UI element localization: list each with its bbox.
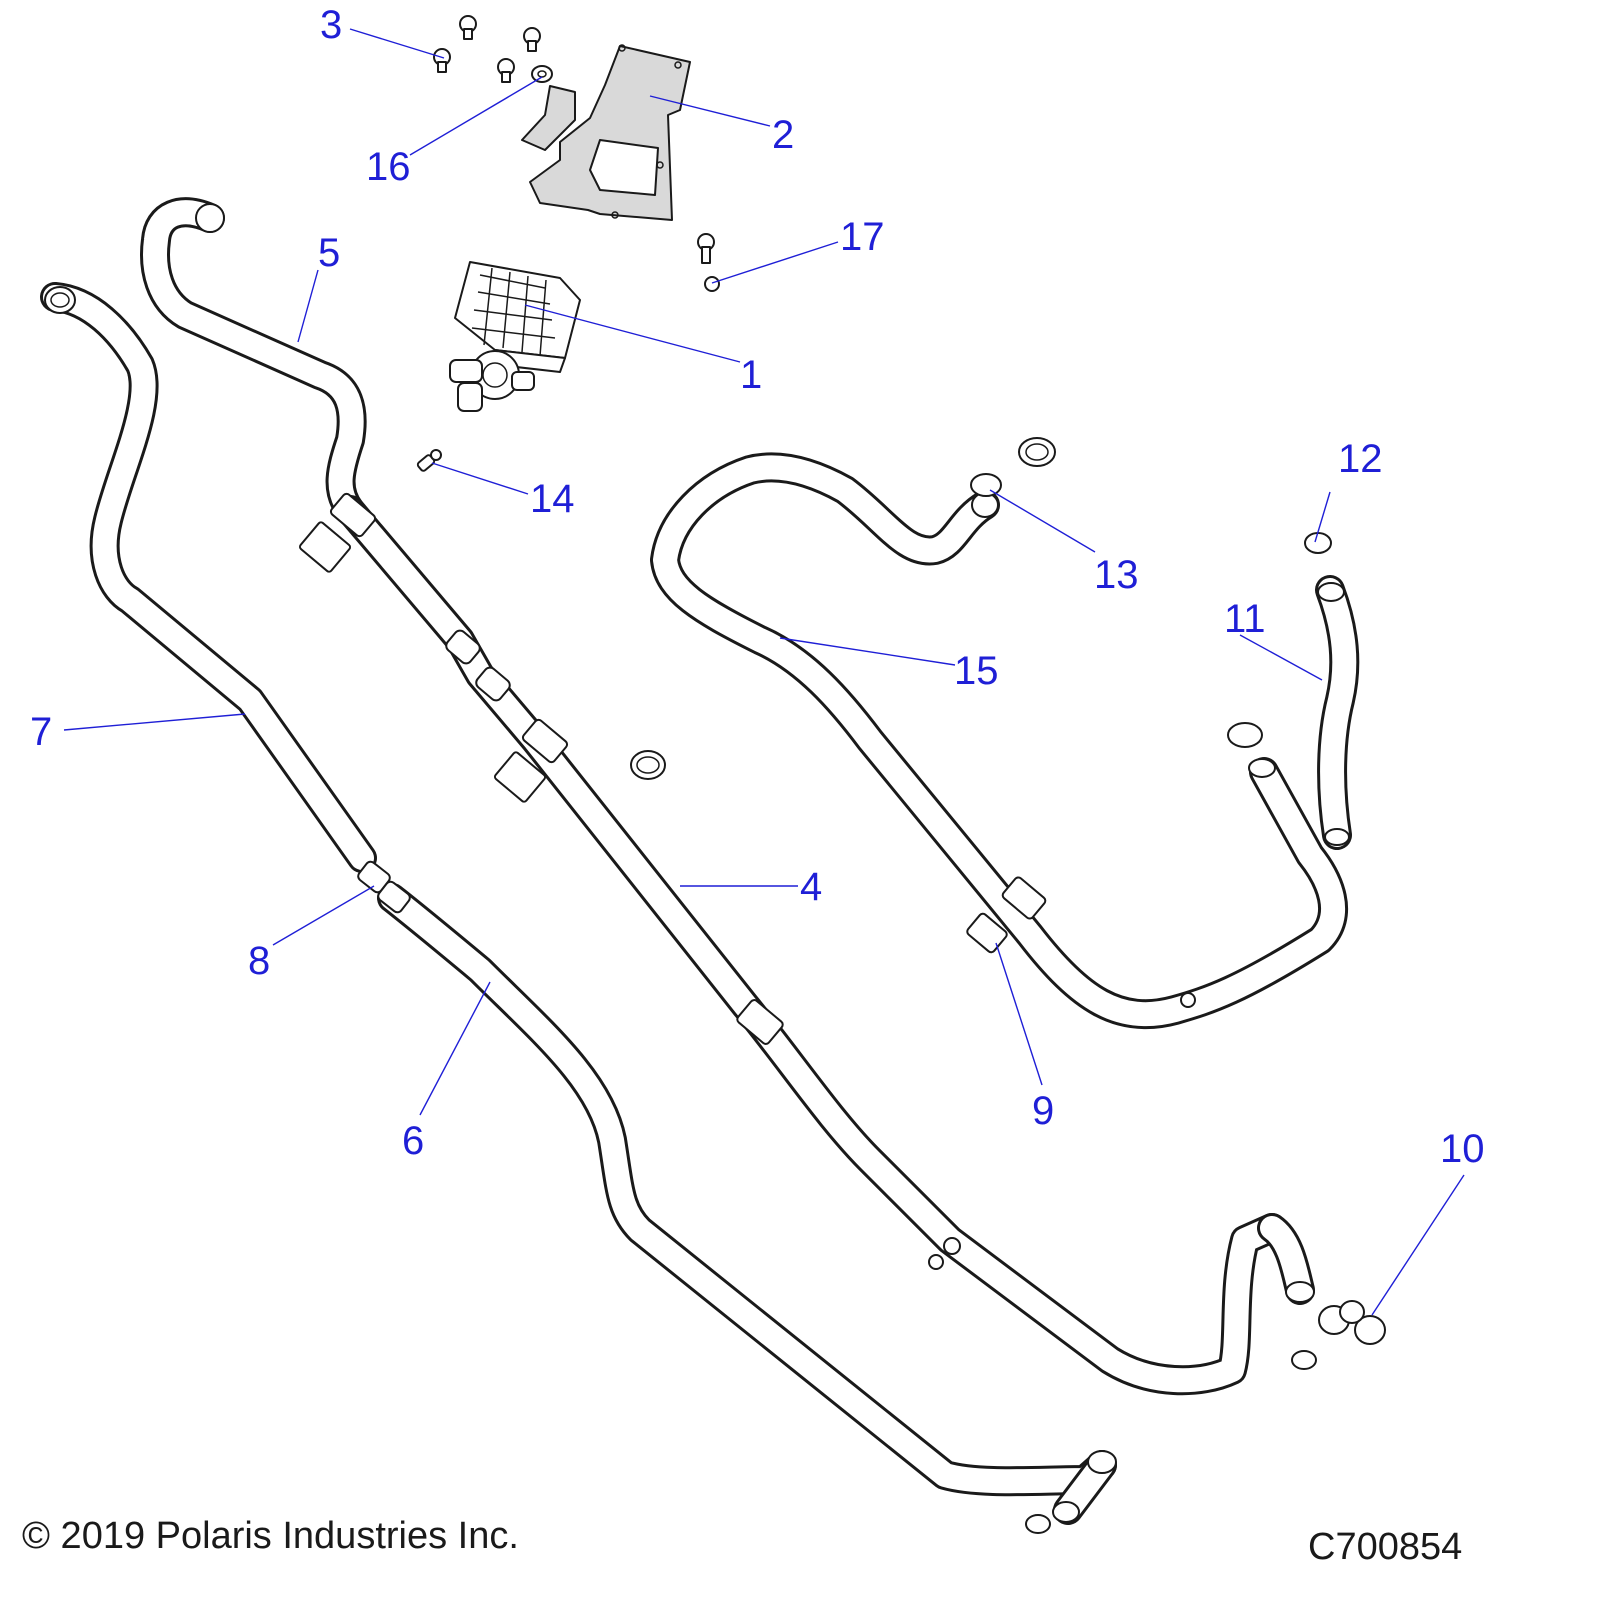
connector-8: [357, 860, 411, 914]
bolt-3d: [497, 58, 515, 83]
hose-clamp-loose-center: [630, 750, 666, 780]
mounting-bracket: [521, 44, 691, 221]
copyright-notice: © 2019 Polaris Industries Inc.: [22, 1515, 519, 1557]
coolant-pump: [449, 261, 581, 412]
callout-8: 8: [248, 939, 270, 983]
callout-7: 7: [30, 710, 52, 754]
callout-11: 11: [1224, 597, 1266, 641]
leader-lines: [63, 28, 1465, 1316]
bolt-3c: [523, 27, 541, 52]
callout-9: 9: [1032, 1089, 1054, 1133]
callout-15: 15: [954, 649, 999, 693]
hose-4: [335, 495, 1315, 1396]
hose-15: [650, 452, 1349, 1030]
hose-connector-mid: [445, 629, 511, 702]
o-rings-10: [1318, 1300, 1386, 1345]
callout-16: 16: [366, 145, 411, 189]
washer-16: [531, 65, 553, 83]
hose-clip-lower: [736, 999, 784, 1045]
hose-clamp-13: [970, 473, 1002, 497]
hose-clip-upper: [298, 492, 377, 573]
hose-clip-15: [1001, 876, 1047, 920]
callout-6: 6: [402, 1119, 424, 1163]
callout-3: 3: [320, 3, 342, 47]
hose-joint-15: [1180, 992, 1196, 1008]
hose-7: [40, 282, 377, 873]
connector-9: [966, 912, 1008, 954]
callout-numbers: 1 2 3 4 5 6 7 8 9 10 11 12 13 14 15 16 1…: [30, 3, 1485, 1171]
bolt-3a: [433, 48, 451, 73]
callout-13: 13: [1094, 553, 1139, 597]
hose-clip-middle: [493, 718, 569, 803]
fitting-bolt: [928, 1237, 961, 1270]
hose-clamp-11-lower: [1324, 828, 1350, 846]
hose-11: [1315, 575, 1360, 850]
hose-clamp-lower-right: [1291, 1350, 1317, 1370]
callout-14: 14: [530, 477, 575, 521]
callout-4: 4: [800, 865, 822, 909]
hose-clamp-12: [1304, 532, 1332, 554]
callout-12: 12: [1338, 437, 1383, 481]
callout-10: 10: [1440, 1127, 1485, 1171]
hose-clamp-6-end: [1025, 1514, 1051, 1534]
fitting-14: [416, 449, 442, 472]
callout-5: 5: [318, 231, 340, 275]
hose-5: [140, 197, 367, 525]
hose-clamp-right-mid: [1227, 722, 1263, 748]
bolt-3b: [459, 15, 477, 40]
callout-2: 2: [772, 113, 794, 157]
callout-17: 17: [840, 215, 885, 259]
hose-clamp-13-upper: [1018, 437, 1056, 467]
bolt-17: [697, 233, 720, 292]
hose-6: [377, 883, 1117, 1525]
callout-1: 1: [740, 353, 762, 397]
drawing-number: C700854: [1308, 1526, 1463, 1568]
